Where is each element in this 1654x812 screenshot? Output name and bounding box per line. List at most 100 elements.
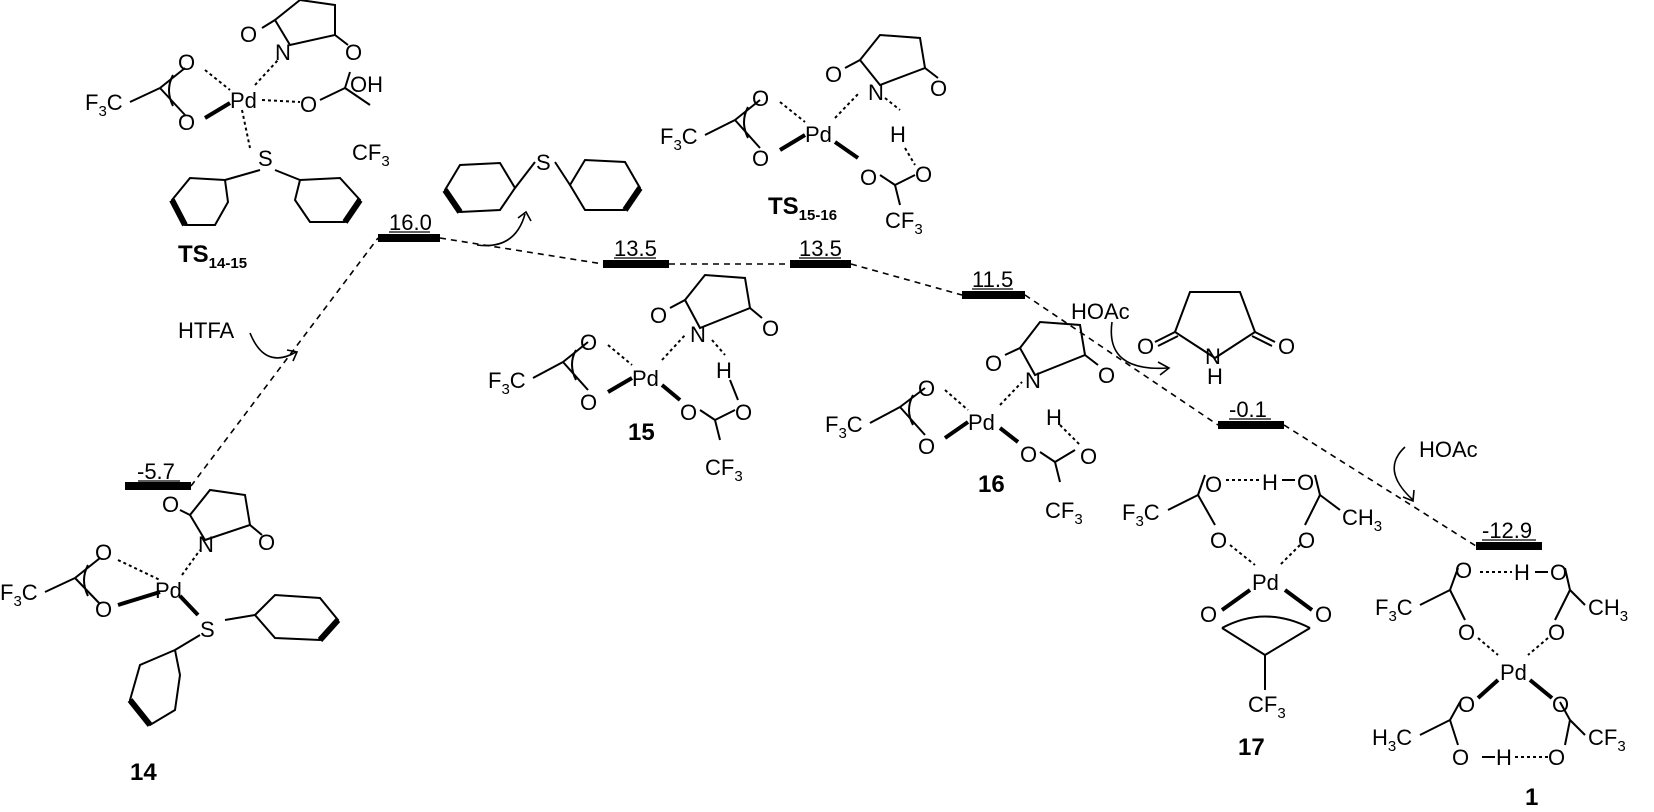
svg-text:O: O	[1548, 620, 1565, 645]
svg-text:O: O	[1098, 363, 1115, 388]
svg-text:H: H	[1207, 364, 1223, 389]
pd-1: Pd	[1500, 660, 1527, 685]
reagent-hoac-1: HOAc	[1071, 299, 1130, 324]
svg-text:N: N	[198, 532, 214, 557]
level-value-ts15-16: 13.5	[799, 236, 842, 261]
connector-16-17	[1024, 294, 1219, 426]
reagent-htfa: HTFA	[178, 318, 235, 343]
svg-text:O: O	[1137, 334, 1154, 359]
svg-text:O: O	[752, 86, 769, 111]
svg-text:O: O	[95, 597, 112, 622]
hoac-arrow-2	[1393, 446, 1414, 501]
svg-text:S: S	[536, 150, 551, 175]
svg-text:O: O	[178, 50, 195, 75]
pd-ts15-16: Pd	[805, 122, 832, 147]
energy-values: -5.7 16.0 13.5 13.5 11.5 -0.1 -12.9	[137, 210, 1536, 543]
label-ts15-16: TS15-16	[768, 193, 837, 224]
svg-text:O: O	[650, 303, 667, 328]
compound-14: F3C O O Pd N O O S 14	[0, 488, 341, 786]
label-17: 17	[1238, 734, 1265, 761]
svg-text:O: O	[1020, 442, 1037, 467]
svg-text:F3C: F3C	[488, 368, 526, 398]
svg-text:H3C: H3C	[1372, 725, 1412, 755]
svg-text:O: O	[345, 40, 362, 65]
svg-text:O: O	[580, 390, 597, 415]
svg-text:O: O	[1080, 444, 1097, 469]
svg-text:CH3: CH3	[1342, 505, 1382, 535]
diphenylsulfide-release-arrow	[476, 213, 526, 247]
svg-text:O: O	[1205, 472, 1222, 497]
svg-text:F3C: F3C	[1122, 500, 1160, 530]
svg-text:O: O	[915, 162, 932, 187]
level-value-1: -12.9	[1482, 518, 1532, 543]
svg-text:O: O	[240, 22, 257, 47]
svg-text:S: S	[258, 146, 273, 171]
svg-text:N: N	[275, 40, 291, 65]
connector-14-ts	[190, 237, 379, 487]
svg-text:O: O	[825, 62, 842, 87]
pd-16: Pd	[968, 410, 995, 435]
svg-text:F3C: F3C	[0, 580, 38, 610]
svg-text:O: O	[930, 76, 947, 101]
svg-text:CF3: CF3	[1248, 692, 1286, 722]
svg-text:O: O	[1298, 528, 1315, 553]
compound-1: F3C O H O CH3 O O Pd O O H3C CF3 O H O 1	[1372, 558, 1628, 811]
svg-text:O: O	[985, 351, 1002, 376]
level-value-15: 13.5	[614, 236, 657, 261]
svg-text:O: O	[1278, 334, 1295, 359]
svg-text:O: O	[1458, 692, 1475, 717]
label-14: 14	[130, 759, 157, 786]
svg-text:CF3: CF3	[1045, 498, 1083, 528]
pd-17: Pd	[1252, 570, 1279, 595]
svg-text:O: O	[752, 146, 769, 171]
level-value-ts14-15: 16.0	[389, 210, 432, 235]
svg-text:CF3: CF3	[885, 208, 923, 238]
svg-text:CF3: CF3	[1588, 725, 1626, 755]
svg-text:O: O	[95, 540, 112, 565]
svg-text:O: O	[1455, 558, 1472, 583]
svg-text:H: H	[1262, 470, 1278, 495]
svg-text:N: N	[1025, 368, 1041, 393]
svg-text:CF3: CF3	[352, 140, 390, 170]
svg-text:H: H	[1496, 745, 1512, 770]
connector-ts2-16	[850, 263, 963, 296]
svg-text:O: O	[735, 400, 752, 425]
svg-text:O: O	[300, 92, 317, 117]
connector-17-1	[1283, 424, 1477, 547]
svg-text:O: O	[178, 110, 195, 135]
svg-text:H: H	[716, 358, 732, 383]
svg-text:O: O	[580, 330, 597, 355]
svg-text:H: H	[1514, 560, 1530, 585]
connectors	[190, 237, 1477, 547]
reagent-hoac-2: HOAc	[1419, 437, 1478, 462]
svg-text:O: O	[1210, 528, 1227, 553]
compound-16: F3C O O Pd N O O H O O CF3 16	[825, 320, 1115, 528]
svg-text:F3C: F3C	[825, 412, 863, 442]
svg-text:O: O	[918, 376, 935, 401]
svg-text:OH: OH	[350, 72, 383, 97]
svg-text:O: O	[1315, 602, 1332, 627]
svg-text:S: S	[200, 617, 215, 642]
svg-text:F3C: F3C	[660, 124, 698, 154]
label-16: 16	[978, 471, 1005, 498]
hoac-arrow-1	[1110, 321, 1169, 370]
svg-text:O: O	[1548, 745, 1565, 770]
compound-ts14-15: F3C O O Pd N O O O OH CF3 S TS14-15	[85, 0, 390, 272]
level-value-16: 11.5	[972, 267, 1013, 292]
compound-15: F3C O O Pd N O O H O O CF3 15	[488, 273, 779, 485]
svg-text:O: O	[1550, 560, 1567, 585]
svg-text:CF3: CF3	[705, 455, 743, 485]
svg-text:N: N	[868, 80, 884, 105]
pd-15: Pd	[632, 366, 659, 391]
svg-text:O: O	[762, 316, 779, 341]
label-1: 1	[1525, 784, 1538, 811]
pd-ts14-15: Pd	[230, 88, 257, 113]
svg-text:F3C: F3C	[85, 90, 123, 120]
svg-text:O: O	[1458, 620, 1475, 645]
label-ts14-15: TS14-15	[178, 241, 247, 272]
compound-ts15-16: F3C O O Pd N O O H O O CF3 TS15-16	[660, 33, 947, 238]
svg-text:F3C: F3C	[1375, 595, 1413, 625]
svg-text:O: O	[258, 530, 275, 555]
svg-text:N: N	[1205, 344, 1221, 369]
